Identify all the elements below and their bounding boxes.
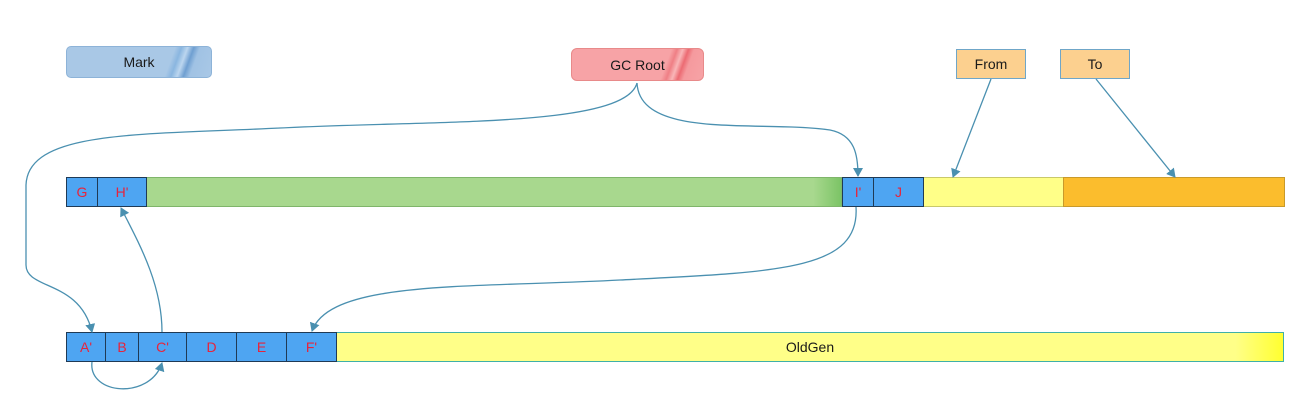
young-cell-j: J — [873, 177, 924, 207]
old-cell-label: C' — [156, 339, 169, 355]
arrow-gcroot-to-a — [25, 82, 638, 333]
oldgen-region: OldGen — [336, 332, 1284, 362]
arrow-c-to-h — [120, 207, 163, 333]
mark-legend-label: Mark — [123, 54, 155, 70]
to-label: To — [1087, 56, 1103, 72]
arrow-i-to-f — [309, 206, 857, 332]
old-cell-label: F' — [305, 339, 318, 355]
young-cell-label: G — [76, 184, 88, 200]
to-survivor-region — [1063, 177, 1285, 207]
young-cell-label: H' — [115, 184, 129, 200]
old-cell-e: E — [236, 332, 287, 362]
arrow-from-label — [951, 78, 992, 178]
young-cell-h: H' — [97, 177, 147, 207]
old-cell-a: A' — [66, 332, 106, 362]
gc-root-label: GC Root — [610, 56, 665, 73]
young-cell-label: J — [895, 184, 902, 200]
eden-region — [146, 177, 842, 207]
old-cell-label: B — [117, 339, 127, 355]
from-survivor-region — [923, 177, 1064, 207]
mark-legend: Mark — [66, 46, 212, 78]
gc-root-node: GC Root — [571, 48, 704, 81]
young-cell-label: I' — [854, 184, 862, 200]
old-cell-f: F' — [286, 332, 337, 362]
young-cell-g: G — [66, 177, 98, 207]
old-cell-label: E — [256, 339, 267, 355]
oldgen-label: OldGen — [785, 339, 835, 355]
old-cell-label: D — [206, 339, 217, 355]
from-label: From — [974, 56, 1008, 72]
old-cell-d: D — [186, 332, 237, 362]
old-cell-c: C' — [138, 332, 187, 362]
arrow-to-label — [1095, 78, 1176, 178]
arrow-a-to-c — [91, 361, 165, 390]
to-label-box: To — [1060, 49, 1130, 79]
arrow-gcroot-to-i — [636, 82, 863, 177]
from-label-box: From — [956, 49, 1026, 79]
old-cell-label: A' — [79, 339, 92, 355]
young-cell-i: I' — [842, 177, 874, 207]
